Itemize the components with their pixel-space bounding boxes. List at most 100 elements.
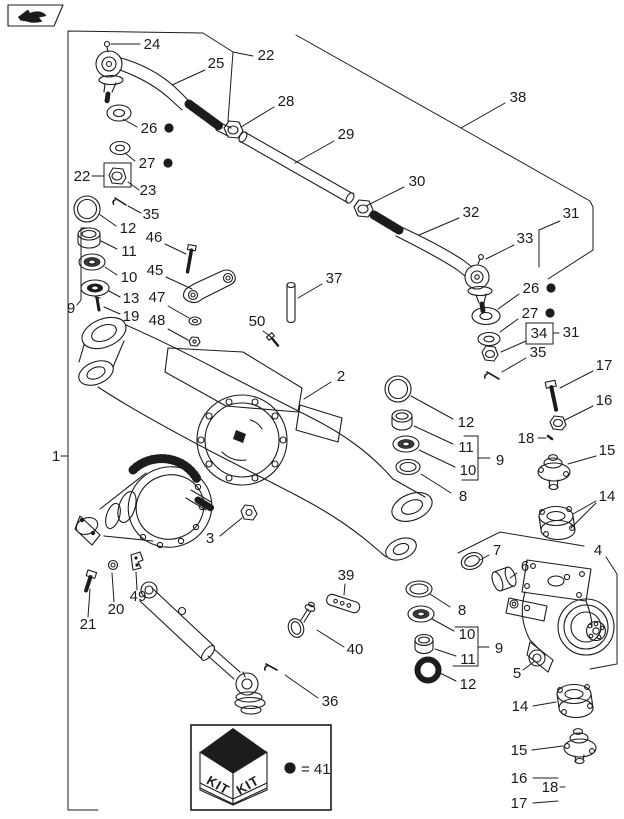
bolt-21: [83, 569, 98, 594]
callout-2: 2: [337, 368, 345, 385]
shim-plate-39: [326, 593, 361, 614]
group-bracket-31-top: [538, 220, 561, 268]
callout-27: 27: [139, 155, 156, 172]
callout-32: 32: [463, 204, 480, 221]
callout-10: 10: [459, 626, 476, 643]
pin-18-upper: [546, 434, 554, 441]
callout-11: 11: [460, 651, 476, 668]
callout-11: 11: [458, 439, 474, 456]
continuation-flag: [7, 4, 64, 27]
callout-24: 24: [144, 36, 161, 53]
group-boundary-4: [457, 531, 618, 670]
callout-14: 14: [599, 488, 616, 505]
cotter-pin-36: [263, 663, 278, 671]
callout-29: 29: [338, 126, 355, 143]
callout-22: 22: [74, 168, 91, 185]
callout-33: 33: [517, 230, 534, 247]
axle-housing: [78, 316, 433, 561]
callout-3: 3: [206, 530, 214, 547]
kit-equals-label: = 41: [301, 761, 331, 778]
callout-49: 49: [130, 588, 147, 605]
callout-19: 19: [123, 308, 140, 325]
callout-18: 18: [542, 779, 559, 796]
callout-20: 20: [108, 601, 125, 618]
cotter-pin-35-left: [112, 197, 127, 206]
callout-17: 17: [596, 357, 613, 374]
callout-4: 4: [594, 542, 602, 559]
o-ring-12-lower: [414, 656, 442, 684]
washer-26-right: [471, 306, 501, 326]
jam-nut-28: [223, 120, 244, 139]
kit-dot: [164, 123, 174, 133]
callout-12: 12: [458, 414, 475, 431]
callout-10: 10: [121, 269, 138, 286]
washer-27-right: [477, 331, 501, 347]
steering-knuckle: [505, 559, 615, 673]
callout-12: 12: [120, 220, 137, 237]
callout-34: 34: [531, 325, 548, 342]
callout-15: 15: [511, 742, 528, 759]
group-boundary-38: [202, 32, 594, 280]
callout-9: 9: [495, 640, 503, 657]
seal-10-left: [78, 253, 106, 271]
callout-50: 50: [249, 313, 266, 330]
callout-35: 35: [530, 344, 547, 361]
grease-fitting-33: [478, 254, 484, 260]
callout-7: 7: [493, 542, 501, 559]
group-bracket-9-upper: [461, 435, 491, 481]
ring-8-lower: [405, 580, 433, 598]
drain-plug-3: [240, 504, 258, 521]
callout-40: 40: [347, 641, 364, 658]
callout-39: 39: [338, 567, 355, 584]
callout-23: 23: [140, 182, 157, 199]
callout-9: 9: [67, 300, 75, 317]
callout-box-22: [103, 162, 132, 188]
kingpin-cap-15-lower: [563, 728, 597, 765]
callout-5: 5: [513, 665, 521, 682]
callout-1: 1: [52, 448, 60, 465]
callout-37: 37: [326, 270, 343, 287]
callout-38: 38: [510, 89, 527, 106]
callout-16: 16: [511, 770, 528, 787]
kingpin-cap-15-upper: [537, 454, 571, 491]
kit-dot: [546, 283, 556, 293]
callout-18: 18: [518, 430, 535, 447]
differential-assembly: [74, 454, 215, 549]
callout-48: 48: [149, 312, 166, 329]
callout-11: 11: [121, 243, 137, 260]
callout-31: 31: [563, 324, 580, 341]
callout-28: 28: [278, 93, 295, 110]
nut-20: [107, 559, 119, 571]
tie-rod-tube-29: [238, 131, 355, 204]
pin-19: [94, 296, 101, 312]
cotter-pin-35-right: [483, 371, 500, 380]
washer-27-left: [109, 140, 131, 156]
seal-10-upper: [392, 435, 420, 453]
bushing-6: [491, 566, 517, 592]
grease-fitting-24: [103, 40, 111, 48]
bolt-50: [265, 332, 281, 348]
seal-10-lower: [407, 605, 435, 623]
callout-47: 47: [149, 289, 166, 306]
callout-16: 16: [596, 392, 613, 409]
kit-dot: [163, 158, 173, 168]
tie-rod-end-left: [95, 40, 232, 137]
washer-26-left: [106, 104, 132, 122]
group-bracket-9-lower: [452, 626, 490, 667]
nut-23: [108, 167, 127, 185]
steering-cylinder-36: [139, 581, 278, 715]
bearing-14-upper: [538, 505, 576, 541]
callout-27: 27: [522, 305, 539, 322]
callout-12: 12: [460, 676, 477, 693]
group-bracket-9-left: [76, 227, 90, 306]
bushing-11-lower: [414, 633, 434, 655]
dowel-pin-37: [286, 281, 296, 324]
callout-8: 8: [458, 602, 466, 619]
callout-45: 45: [147, 262, 164, 279]
callout-15: 15: [599, 442, 616, 459]
o-ring-12-upper: [384, 375, 412, 403]
callout-17: 17: [511, 795, 528, 812]
bearing-14-lower: [556, 683, 594, 719]
